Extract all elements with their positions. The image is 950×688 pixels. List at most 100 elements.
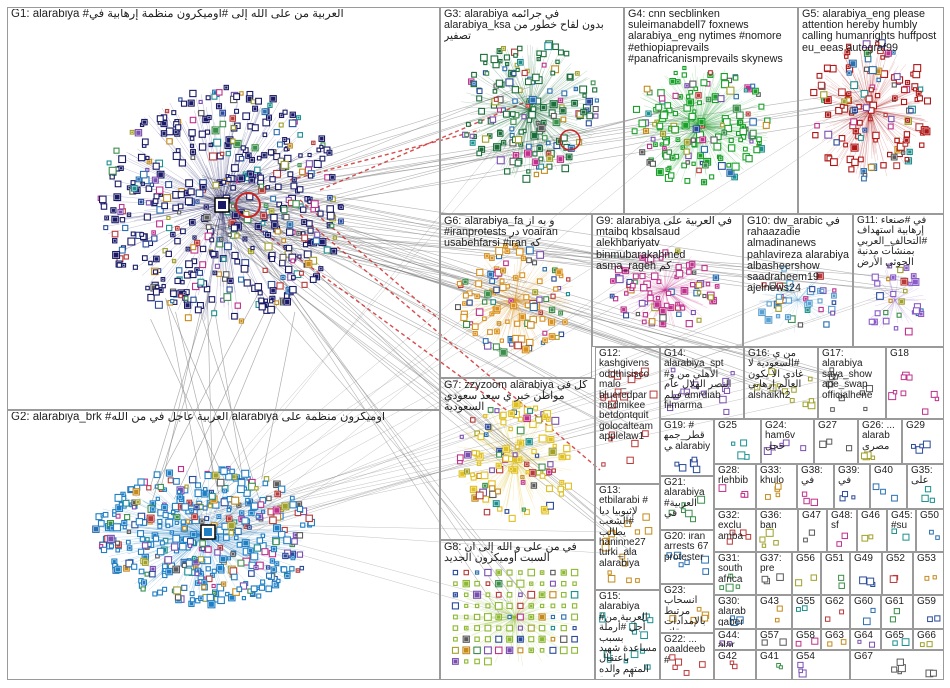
group-panel-g14: G14: alarabiya_spt #الأهلي من و النصر ال…	[660, 347, 744, 419]
group-label-g39: G39: في	[838, 466, 867, 506]
group-label-g18: G18	[890, 349, 941, 416]
group-panel-g58: G58	[792, 629, 821, 650]
group-label-g50: G50	[920, 511, 941, 549]
group-label-g30: G30: alarab gaber	[718, 597, 753, 626]
group-label-g20: G20: iran arrests 67 protester	[664, 532, 711, 581]
group-panel-g29: G29	[902, 419, 944, 464]
group-label-g8: G8: في من على و الله إلى أن السبت أوميكر…	[444, 542, 592, 564]
group-panel-g30: G30: alarab gaber	[714, 595, 756, 629]
group-label-g21: G21: alarabiya #العربية في	[664, 478, 711, 527]
group-panel-g11: G11: في #صنعاء إرهابية استهداف #التحالف_…	[853, 214, 944, 347]
group-panel-g4: G4: cnn secblinken suleimanabdell7 foxne…	[624, 7, 798, 214]
group-panel-g52: G52	[882, 552, 913, 595]
group-panel-g39: G39: في	[834, 464, 870, 509]
group-panel-g50: G50	[916, 509, 944, 552]
group-panel-g7: G7: zzyzoom alarabiya كل في مواطن خبر ي …	[440, 378, 595, 540]
group-label-g53: G53	[917, 554, 941, 592]
group-panel-g13: G13: etbilarabi # لإثيوبيا ديا #الشعب يط…	[595, 484, 660, 590]
group-panel-g23: G23: انسحاب مرتبط بالإمدادات قائد	[660, 584, 714, 633]
group-label-g14: G14: alarabiya_spt #الأهلي من و النصر ال…	[664, 349, 741, 416]
group-label-g33: G33: khulo	[760, 466, 794, 506]
group-label-g17: G17: alarabiya saya_show ape_swap offici…	[822, 349, 883, 416]
group-panel-g32: G32: exclu amba	[714, 509, 756, 552]
group-panel-g22: G22: ... oaaldeeb #	[660, 633, 714, 680]
group-label-g51: G51	[825, 554, 847, 592]
group-label-g19: G19: # قطر_جمهي alarabiy	[664, 421, 711, 473]
group-label-g37: G37: pre	[760, 554, 789, 592]
group-panel-g18: G18	[886, 347, 944, 419]
group-panel-g46: G46	[857, 509, 887, 552]
group-panel-g10: G10: dw_arabic في rahaazadie almadinanew…	[743, 214, 853, 347]
group-label-g67: G67	[854, 652, 941, 677]
group-label-g62: G62	[825, 597, 847, 626]
group-label-g52: G52	[886, 554, 910, 592]
group-label-g65: G65	[885, 631, 910, 647]
group-label-g55: G55	[796, 597, 818, 626]
group-panel-g6: G6: alarabiya_fa و به از #iranprotests د…	[440, 214, 592, 378]
group-label-g35: G35: على	[911, 466, 941, 506]
group-label-g3: G3: alarabiya في جرائمه alarabiya_ksa بد…	[444, 9, 621, 43]
group-label-g29: G29	[906, 421, 941, 461]
group-panel-g57: G57	[756, 629, 792, 650]
group-label-g6: G6: alarabiya_fa و به از #iranprotests د…	[444, 216, 589, 250]
group-panel-g24: G24: ham6v حجل	[761, 419, 814, 464]
group-panel-g40: G40	[870, 464, 907, 509]
group-label-g5: G5: alarabiya_eng please attention hereb…	[802, 9, 941, 54]
group-label-g23: G23: انسحاب مرتبط بالإمدادات قائد	[664, 586, 711, 630]
group-panel-g56: G56	[792, 552, 821, 595]
group-label-g4: G4: cnn secblinken suleimanabdell7 foxne…	[628, 9, 795, 65]
group-label-g13: G13: etbilarabi # لإثيوبيا ديا #الشعب يط…	[599, 486, 657, 587]
group-panel-g36: G36: ban	[756, 509, 798, 552]
group-panel-g48: G48: sf	[827, 509, 857, 552]
group-panel-g43: G43	[756, 595, 792, 629]
group-panel-g62: G62	[821, 595, 850, 629]
group-label-g43: G43	[760, 597, 789, 626]
group-label-g15: G15: alarabiya #العربية من أجل #أرملة بس…	[599, 592, 657, 677]
group-label-g7: G7: zzyzoom alarabiya كل في مواطن خبر ي …	[444, 380, 592, 414]
group-panel-g15: G15: alarabiya #العربية من أجل #أرملة بس…	[595, 590, 660, 680]
group-panel-g27: G27	[814, 419, 858, 464]
group-label-g32: G32: exclu amba	[718, 511, 753, 549]
group-panel-g35: G35: على	[907, 464, 944, 509]
group-label-g26: G26: ... alarab مصرى	[862, 421, 899, 461]
group-label-g10: G10: dw_arabic في rahaazadie almadinanew…	[747, 216, 850, 295]
group-panel-g63: G63	[821, 629, 850, 650]
group-label-g24: G24: ham6v حجل	[765, 421, 811, 461]
group-label-g28: G28: rlehbib	[718, 466, 753, 506]
group-panel-g16: G16: من ي #السعودية لا غادي الا يكون الع…	[744, 347, 818, 419]
group-panel-g53: G53	[913, 552, 944, 595]
group-label-g49: G49	[854, 554, 879, 592]
group-panel-g54: G54	[792, 650, 850, 680]
group-label-g56: G56	[796, 554, 818, 592]
group-panel-g26: G26: ... alarab مصرى	[858, 419, 902, 464]
group-panel-g41: G41	[756, 650, 792, 680]
group-label-g45: G45: #su	[891, 511, 913, 549]
group-label-g16: G16: من ي #السعودية لا غادي الا يكون الع…	[748, 349, 815, 416]
group-panel-g66: G66	[913, 629, 944, 650]
group-panel-g33: G33: khulo	[756, 464, 797, 509]
group-panel-g31: G31: south africa	[714, 552, 756, 595]
group-label-g9: G9: alarabiya في العربية على mtaibq kbsa…	[596, 216, 740, 272]
group-label-g58: G58	[796, 631, 818, 647]
group-label-g12: G12: kashgivens oddthisisco malo_ bluere…	[599, 349, 657, 481]
group-panel-g67: G67	[850, 650, 944, 680]
group-panel-g51: G51	[821, 552, 850, 595]
group-panel-g60: G60	[850, 595, 881, 629]
group-label-g66: G66	[917, 631, 941, 647]
group-label-g59: G59	[917, 597, 941, 626]
group-panel-g28: G28: rlehbib	[714, 464, 756, 509]
group-label-g46: G46	[861, 511, 884, 549]
group-label-g41: G41	[760, 652, 789, 677]
group-panel-g17: G17: alarabiya saya_show ape_swap offici…	[818, 347, 886, 419]
group-label-g57: G57	[760, 631, 789, 647]
group-label-g2: G2: alarabiya_brk #العربية عاجل في من ال…	[11, 412, 437, 424]
group-label-g48: G48: sf	[831, 511, 854, 549]
group-label-g63: G63	[825, 631, 847, 647]
group-label-g22: G22: ... oaaldeeb #	[664, 635, 711, 677]
group-panel-g44: G44: alar	[714, 629, 756, 650]
group-panel-g12: G12: kashgivens oddthisisco malo_ bluere…	[595, 347, 660, 484]
group-panel-g45: G45: #su	[887, 509, 916, 552]
group-panel-g8: G8: في من على و الله إلى أن السبت أوميكر…	[440, 540, 595, 680]
group-panel-g25: G25	[714, 419, 761, 464]
